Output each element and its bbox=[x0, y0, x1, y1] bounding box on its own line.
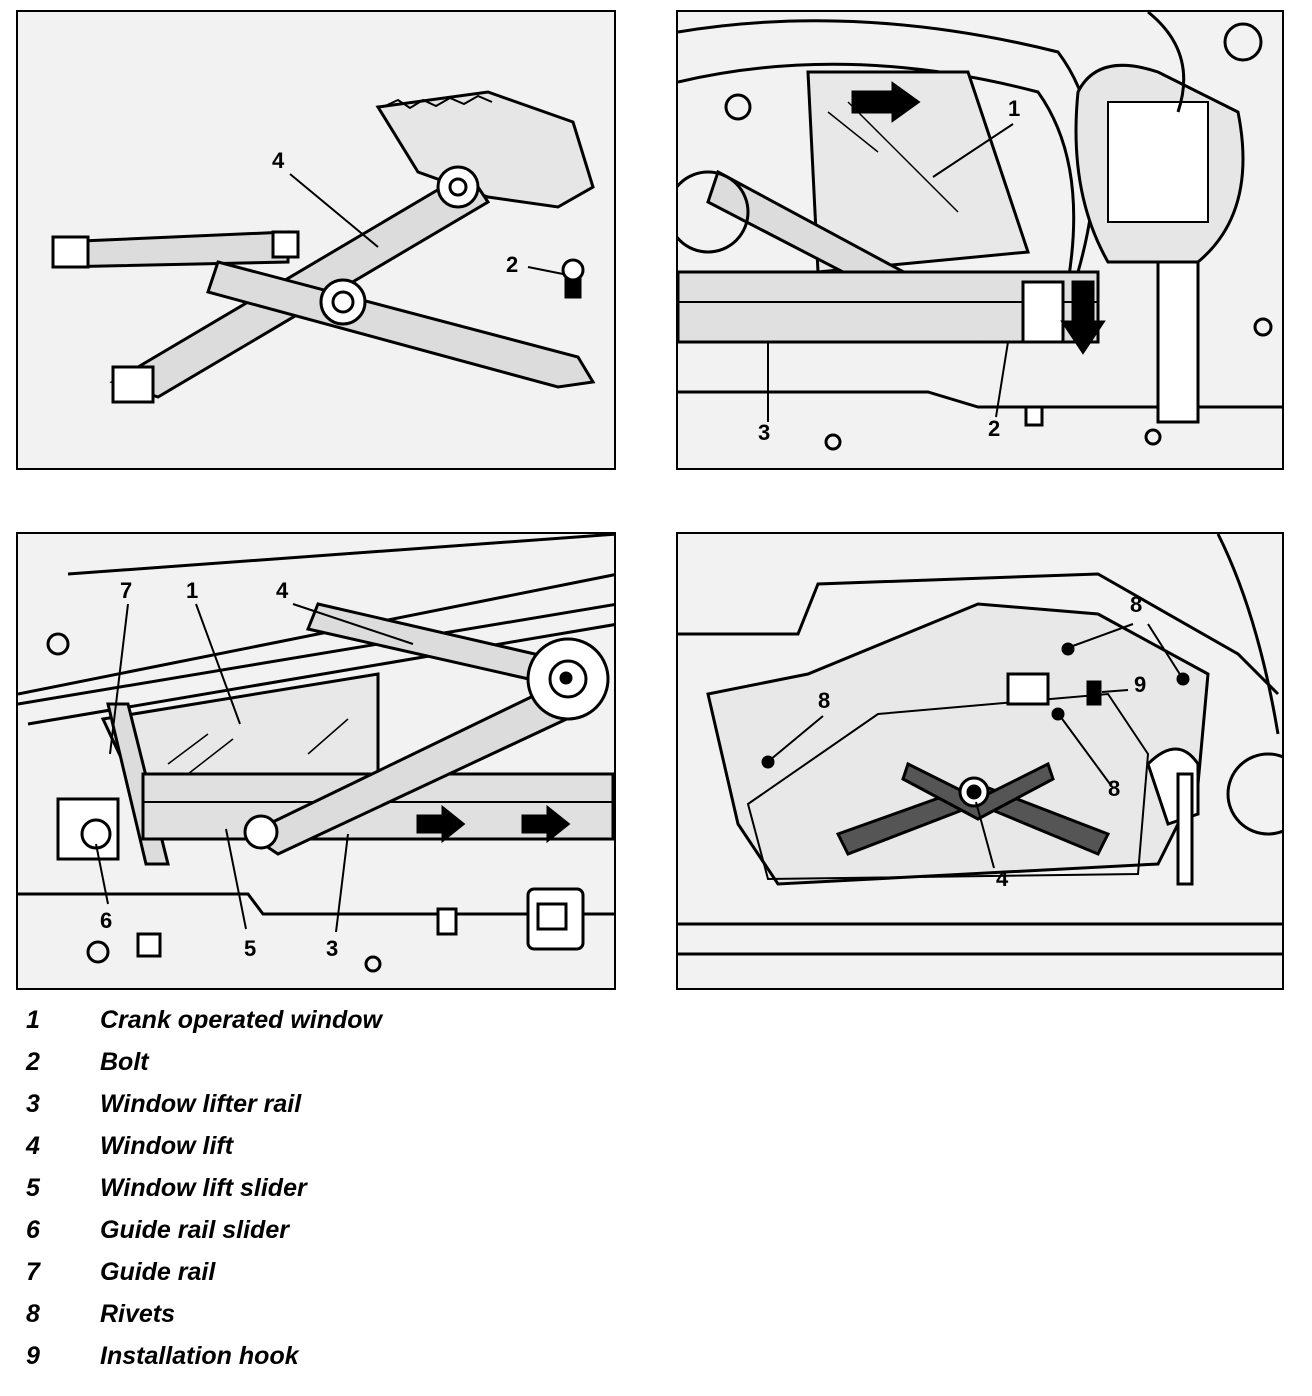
callout-4: 4 bbox=[276, 578, 289, 603]
callout-2: 2 bbox=[988, 416, 1001, 441]
legend-number: 2 bbox=[26, 1048, 40, 1076]
legend-number: 7 bbox=[26, 1258, 40, 1286]
callout-1: 1 bbox=[186, 578, 199, 603]
legend-label: Guide rail bbox=[100, 1258, 216, 1286]
legend-number: 9 bbox=[26, 1342, 40, 1370]
legend-item: 3 Window lifter rail bbox=[0, 1084, 700, 1124]
legend-label: Window lift bbox=[100, 1132, 234, 1160]
legend-label: Rivets bbox=[100, 1300, 176, 1328]
window-lift-mechanism-drawing bbox=[51, 90, 596, 404]
callout-1: 1 bbox=[1008, 96, 1021, 121]
legend-number: 4 bbox=[26, 1132, 40, 1160]
legend-item: 6 Guide rail slider bbox=[0, 1210, 700, 1250]
legend-item: 4 Window lift bbox=[0, 1126, 700, 1166]
callout-8: 8 bbox=[818, 688, 831, 713]
legend-number: 8 bbox=[26, 1300, 40, 1328]
callout-8: 8 bbox=[1108, 776, 1121, 801]
callout-8: 8 bbox=[1130, 592, 1143, 617]
legend-label: Installation hook bbox=[100, 1342, 299, 1370]
panel-window-lift-mechanism: 4 2 bbox=[16, 10, 616, 470]
legend-number: 5 bbox=[26, 1174, 40, 1202]
legend-label: Window lifter rail bbox=[100, 1090, 302, 1118]
legend-label: Window lift slider bbox=[100, 1174, 307, 1202]
callout-3: 3 bbox=[758, 420, 771, 445]
legend-label: Crank operated window bbox=[100, 1006, 382, 1034]
legend-number: 3 bbox=[26, 1090, 40, 1118]
legend-label: Guide rail slider bbox=[100, 1216, 289, 1244]
legend-item: 1 Crank operated window bbox=[0, 1000, 700, 1040]
callout-3: 3 bbox=[326, 936, 339, 961]
panel-door-window-bolt: 1 3 2 bbox=[676, 10, 1284, 470]
callout-9: 9 bbox=[1134, 672, 1147, 697]
panel-rails-and-sliders: 7 1 4 6 5 3 bbox=[16, 532, 616, 990]
rivets-and-hook-drawing bbox=[678, 534, 1282, 956]
callout-4: 4 bbox=[996, 866, 1009, 891]
callout-6: 6 bbox=[100, 908, 113, 933]
door-window-bolt-drawing bbox=[678, 12, 1282, 451]
legend-item: 8 Rivets bbox=[0, 1294, 700, 1334]
callout-4: 4 bbox=[272, 148, 285, 173]
legend-number: 6 bbox=[26, 1216, 40, 1244]
panel-rivets-and-hook: 8 8 9 8 4 bbox=[676, 532, 1284, 990]
callout-2: 2 bbox=[506, 252, 519, 277]
legend-item: 5 Window lift slider bbox=[0, 1168, 700, 1208]
legend-item: 9 Installation hook bbox=[0, 1336, 700, 1376]
legend-item: 7 Guide rail bbox=[0, 1252, 700, 1292]
callout-5: 5 bbox=[244, 936, 257, 961]
callout-7: 7 bbox=[120, 578, 133, 603]
legend-number: 1 bbox=[26, 1006, 40, 1034]
rails-and-sliders-drawing bbox=[18, 534, 614, 973]
legend-label: Bolt bbox=[100, 1048, 149, 1076]
legend-item: 2 Bolt bbox=[0, 1042, 700, 1082]
